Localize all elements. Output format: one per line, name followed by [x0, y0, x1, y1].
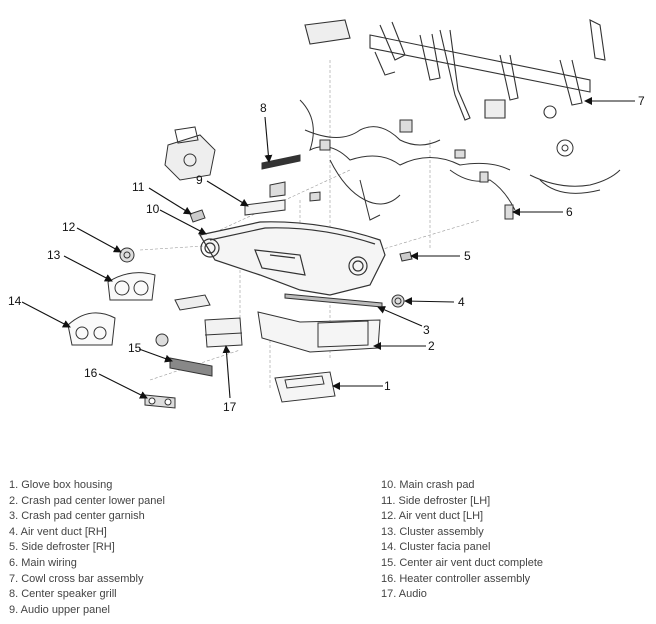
audio-unit [204, 317, 243, 348]
callout-14: 14 [8, 294, 22, 308]
legend-item: 8. Center speaker grill [9, 588, 117, 601]
legend-item: 15. Center air vent duct complete [381, 556, 544, 569]
air-vent-duct-rh [391, 294, 405, 308]
heater-controller-assembly [144, 394, 176, 409]
audio-upper-panel [244, 191, 321, 216]
center-speaker-grill [261, 154, 301, 198]
callout-8: 8 [260, 101, 267, 115]
callout-numbers: 1 2 3 4 5 6 7 8 9 10 11 12 13 14 15 16 1… [8, 94, 645, 414]
crash-pad-center-lower-panel [257, 311, 381, 353]
callout-5: 5 [464, 249, 471, 263]
callout-6: 6 [566, 205, 573, 219]
exploded-view-diagram: 1 2 3 4 5 6 7 8 9 10 11 12 13 14 15 16 1… [8, 19, 645, 414]
cluster-facia-panel [67, 312, 116, 346]
legend-item: 14. Cluster facia panel [381, 541, 491, 554]
steering-column-module [164, 126, 216, 181]
legend-item: 1. Glove box housing [9, 479, 113, 491]
crash-pad-center-garnish [284, 293, 383, 308]
callout-3: 3 [423, 323, 430, 337]
legend-item: 16. Heater controller assembly [381, 572, 531, 585]
center-air-vent-duct [155, 294, 213, 377]
callout-12: 12 [62, 220, 76, 234]
cluster-assembly [107, 272, 156, 301]
legend-item: 5. Side defroster [RH] [9, 541, 115, 554]
side-defroster-lh [189, 209, 206, 223]
side-defroster-rh [399, 251, 413, 262]
air-vent-duct-lh [119, 247, 135, 263]
callout-9: 9 [196, 173, 203, 187]
legend-item: 10. Main crash pad [381, 479, 475, 491]
glove-box-housing [274, 371, 336, 403]
callout-1: 1 [384, 379, 391, 393]
callout-16: 16 [84, 366, 98, 380]
callout-15: 15 [128, 341, 142, 355]
callout-13: 13 [47, 248, 61, 262]
callout-17: 17 [223, 400, 237, 414]
legend-item: 9. Audio upper panel [9, 603, 110, 616]
legend-item: 11. Side defroster [LH] [381, 494, 491, 507]
legend-item: 4. Air vent duct [RH] [9, 525, 107, 538]
leader-lines [21, 97, 635, 399]
legend-item: 13. Cluster assembly [381, 525, 484, 538]
legend-item: 6. Main wiring [9, 556, 77, 569]
legend-item: 7. Cowl cross bar assembly [9, 572, 144, 585]
cowl-cross-bar-assembly [304, 19, 606, 121]
legend-right-column: 10. Main crash pad 11. Side defroster [L… [381, 478, 543, 603]
main-wiring [299, 99, 621, 221]
legend-item: 2. Crash pad center lower panel [9, 494, 165, 507]
callout-4: 4 [458, 295, 465, 309]
legend-left-column: 1. Glove box housing 2. Crash pad center… [9, 478, 165, 618]
main-crash-pad [199, 221, 386, 296]
callout-10: 10 [146, 202, 160, 216]
legend-item: 17. Audio [381, 588, 427, 601]
callout-2: 2 [428, 339, 435, 353]
callout-11: 11 [132, 180, 145, 194]
legend-item: 12. Air vent duct [LH] [381, 510, 484, 523]
callout-7: 7 [638, 94, 645, 108]
legend-item: 3. Crash pad center garnish [9, 510, 145, 523]
